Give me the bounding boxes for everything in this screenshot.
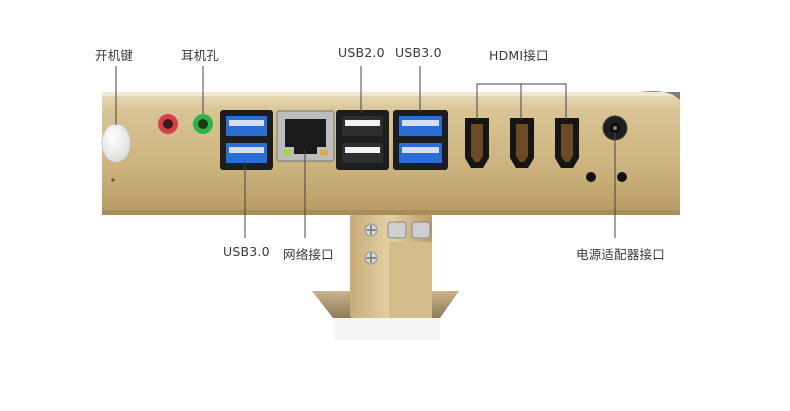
leader-lines — [115, 66, 616, 238]
label-headphone-jack: 耳机孔 — [181, 48, 220, 63]
chassis — [102, 91, 680, 215]
usb3-right-block — [393, 110, 448, 170]
rj45-port — [276, 110, 335, 162]
label-usb30-top: USB3.0 — [395, 45, 442, 60]
label-usb20: USB2.0 — [338, 45, 385, 60]
audio-jacks — [158, 114, 213, 134]
label-network: 网络接口 — [283, 247, 334, 262]
dc-power-jack — [586, 115, 628, 182]
label-power-button: 开机键 — [95, 48, 134, 63]
usb2-block — [336, 110, 389, 170]
label-hdmi: HDMI接口 — [489, 48, 549, 63]
usb3-left-block — [220, 110, 273, 170]
label-usb30-bottom: USB3.0 — [223, 244, 270, 259]
stand — [312, 214, 459, 340]
power-button-shape — [101, 123, 131, 182]
label-power-adapter: 电源适配器接口 — [576, 247, 665, 262]
hdmi-ports — [465, 118, 579, 168]
